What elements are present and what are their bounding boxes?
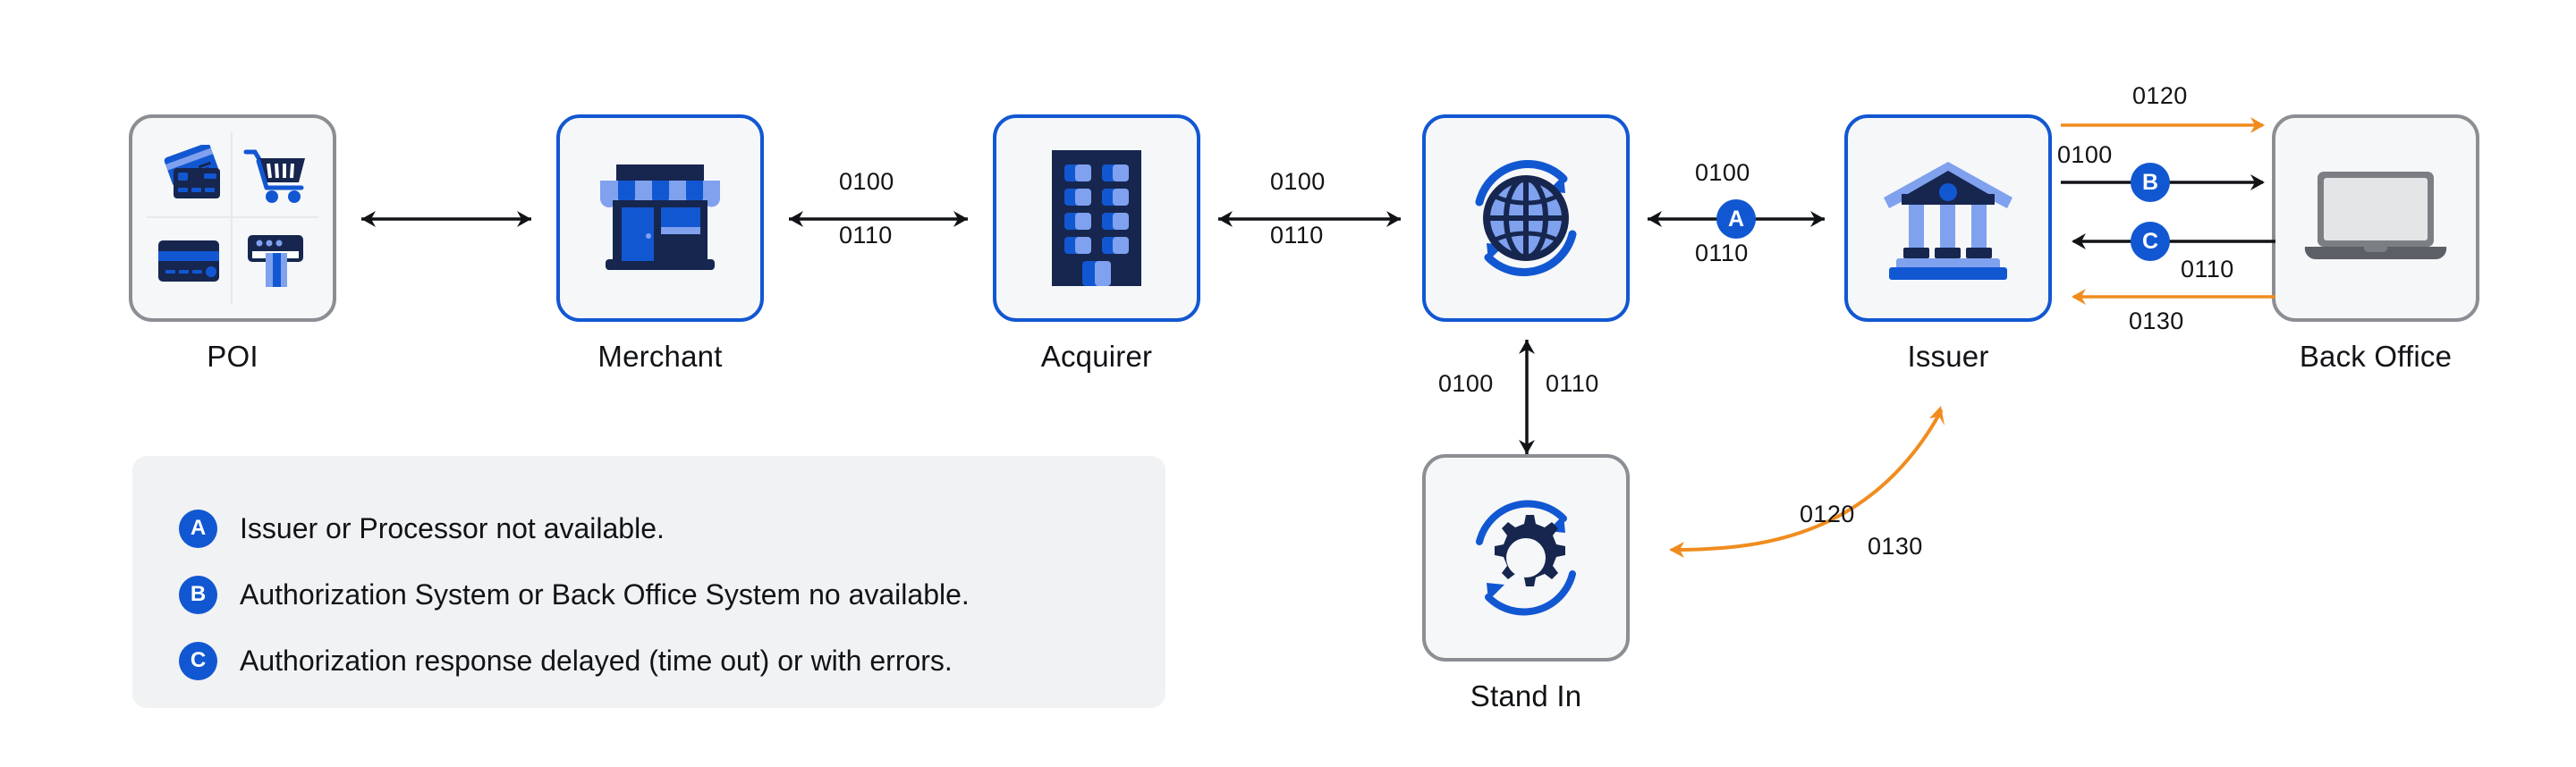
credit-cards-icon	[147, 132, 233, 218]
node-acquirer-box[interactable]	[993, 114, 1200, 322]
magnetic-stripe-card-icon	[147, 218, 233, 304]
flow-label-network-issuer-below: 0110	[1695, 240, 1749, 266]
legend-text-b: Authorization System or Back Office Syst…	[240, 577, 970, 611]
flow-label-standin-issuer-0120: 0120	[1800, 501, 1855, 527]
flow-label-backoffice-issuer-0110: 0110	[2181, 256, 2234, 282]
arrow-merchant-acquirer	[789, 211, 968, 227]
card-reader-icon	[233, 218, 318, 304]
legend-item-c: C Authorization response delayed (time o…	[179, 628, 1165, 694]
flow-label-merchant-acquirer-above: 0100	[839, 168, 894, 195]
node-standin-box[interactable]	[1422, 454, 1630, 662]
badge-b-on-issuer-backoffice-arrow[interactable]: B	[2131, 163, 2170, 202]
node-poi-box[interactable]	[129, 114, 336, 322]
node-backoffice-label: Back Office	[2299, 340, 2453, 373]
globe-refresh-icon	[1475, 160, 1577, 276]
node-standin[interactable]: Stand In	[1422, 454, 1630, 712]
node-merchant-box[interactable]	[556, 114, 764, 322]
legend-badge-c: C	[179, 641, 217, 680]
arrow-acquirer-network	[1218, 211, 1401, 227]
node-poi-label: POI	[207, 340, 258, 373]
legend-text-c: Authorization response delayed (time out…	[240, 644, 953, 677]
node-issuer[interactable]: Issuer	[1844, 114, 2052, 373]
flow-label-acquirer-network-above: 0100	[1270, 168, 1326, 195]
storefront-icon	[600, 164, 720, 270]
legend-item-b: B Authorization System or Back Office Sy…	[179, 561, 1165, 628]
office-building-icon	[1052, 150, 1141, 286]
node-acquirer-label: Acquirer	[1040, 340, 1153, 373]
node-backoffice[interactable]: Back Office	[2272, 114, 2479, 373]
arrow-issuer-backoffice-0120	[2061, 117, 2265, 133]
node-poi[interactable]: POI	[129, 114, 336, 373]
flow-label-acquirer-network-below: 0110	[1270, 222, 1324, 249]
badge-a-on-network-issuer-arrow[interactable]: A	[1716, 199, 1756, 239]
gear-refresh-icon	[1476, 500, 1576, 616]
node-issuer-label: Issuer	[1907, 340, 1989, 373]
payment-terminal-grid-icon	[132, 118, 333, 318]
laptop-icon	[2304, 172, 2447, 260]
legend-text-a: Issuer or Processor not available.	[240, 511, 665, 544]
bank-columns-icon	[1884, 162, 2012, 280]
flow-label-network-standin-left: 0100	[1438, 370, 1494, 397]
arrow-network-standin	[1519, 340, 1535, 454]
flow-label-standin-issuer-0130: 0130	[1868, 533, 1923, 560]
flow-label-network-standin-right: 0110	[1546, 370, 1599, 397]
arrow-poi-merchant	[361, 211, 531, 227]
shopping-cart-icon	[233, 132, 318, 218]
legend-panel: A Issuer or Processor not available. B A…	[132, 456, 1165, 708]
node-merchant-label: Merchant	[597, 340, 723, 373]
node-issuer-box[interactable]	[1844, 114, 2052, 322]
node-standin-label: Stand In	[1470, 679, 1582, 712]
flow-label-backoffice-issuer-0130: 0130	[2129, 308, 2184, 334]
badge-c-on-backoffice-issuer-arrow[interactable]: C	[2131, 222, 2170, 261]
legend-badge-a: A	[179, 509, 217, 548]
legend-item-a: A Issuer or Processor not available.	[179, 495, 1165, 561]
flow-label-merchant-acquirer-below: 0110	[839, 222, 893, 249]
node-network[interactable]	[1422, 114, 1630, 322]
arrow-backoffice-issuer-0110	[2072, 233, 2275, 249]
node-acquirer[interactable]: Acquirer	[993, 114, 1200, 373]
node-network-box[interactable]	[1422, 114, 1630, 322]
node-backoffice-box[interactable]	[2272, 114, 2479, 322]
legend-badge-b: B	[179, 575, 217, 614]
arrow-backoffice-issuer-0130	[2072, 289, 2275, 305]
flow-label-issuer-backoffice-0120: 0120	[2132, 82, 2188, 109]
arrow-standin-issuer-curve	[1669, 406, 1945, 558]
flow-label-issuer-backoffice-0100: 0100	[2057, 141, 2113, 168]
flow-label-network-issuer-above: 0100	[1695, 159, 1750, 186]
node-merchant[interactable]: Merchant	[556, 114, 764, 373]
